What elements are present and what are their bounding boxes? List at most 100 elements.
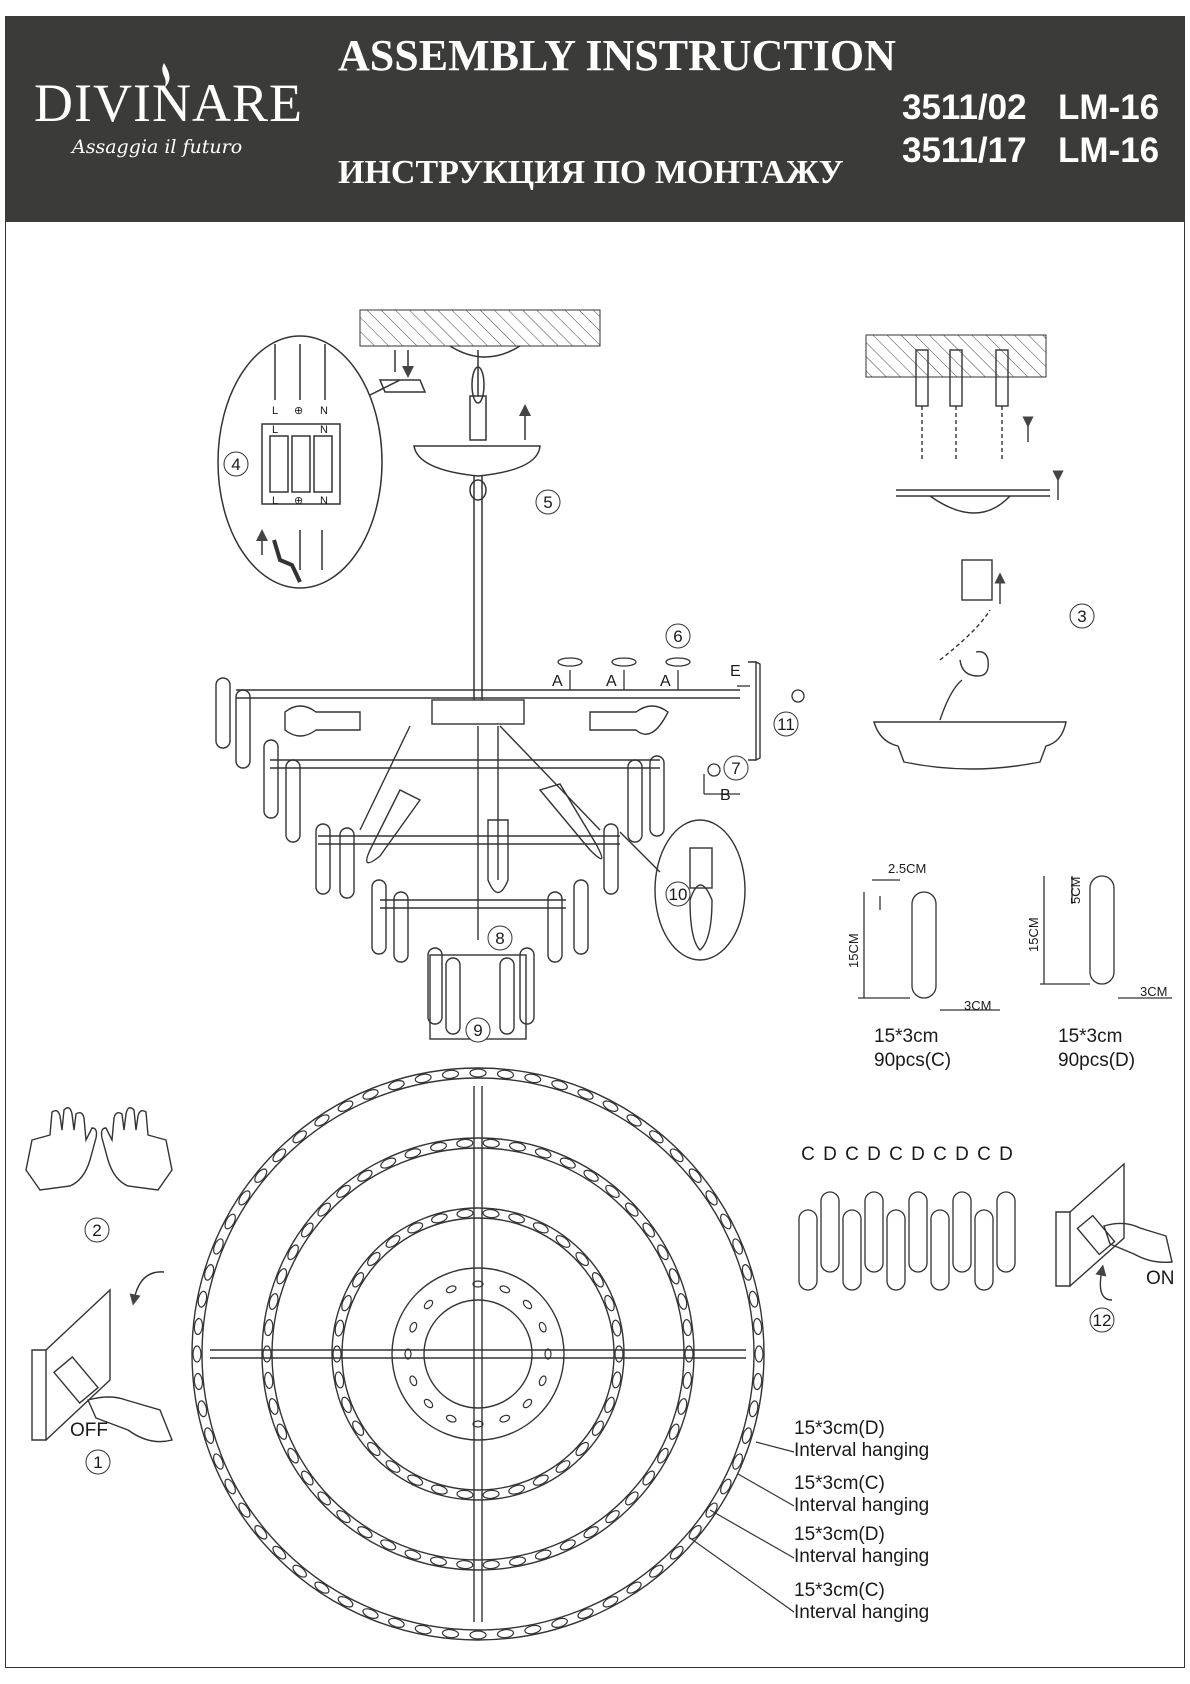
crystal-d-size: 15*3cm bbox=[1058, 1026, 1123, 1047]
step-circle-5 bbox=[535, 489, 561, 515]
ring-bead bbox=[456, 1489, 474, 1500]
ring-bead bbox=[357, 1526, 373, 1539]
ring-bead bbox=[334, 1371, 345, 1389]
ring-bead bbox=[626, 1114, 642, 1127]
ring-bead bbox=[524, 1073, 542, 1084]
part-label-b: B bbox=[720, 787, 731, 804]
ring-bead bbox=[441, 1628, 460, 1639]
ring-bead bbox=[668, 1423, 680, 1440]
ring-bead bbox=[555, 1460, 571, 1473]
crystal-d-dim-height: 15CM bbox=[1026, 917, 1041, 952]
ring-bead bbox=[441, 1069, 460, 1080]
ring-bead bbox=[472, 1420, 484, 1428]
ring-bead bbox=[577, 1089, 594, 1100]
switch-off-label: OFF bbox=[70, 1420, 108, 1441]
ring-bead bbox=[314, 1581, 330, 1594]
crystal-c-dim-height: 15CM bbox=[846, 933, 861, 968]
ring-bead bbox=[605, 1184, 620, 1198]
ring-bead bbox=[414, 1624, 432, 1635]
step-11: 11 bbox=[777, 715, 795, 734]
ring-bead bbox=[605, 1510, 620, 1524]
ring-bead bbox=[575, 1251, 589, 1267]
ring-bead bbox=[499, 1414, 511, 1423]
ring-bead bbox=[292, 1564, 307, 1578]
ring-bead bbox=[409, 1375, 418, 1387]
step-8: 8 bbox=[495, 929, 504, 948]
ring-bead bbox=[367, 1441, 381, 1457]
ring-bead bbox=[292, 1130, 307, 1144]
ring-bead bbox=[380, 1539, 397, 1551]
ring-bead bbox=[642, 1222, 656, 1238]
terminal-top-ground: ⊕ bbox=[294, 405, 303, 417]
terminal-top-l: L bbox=[272, 405, 278, 417]
ring-bead bbox=[456, 1208, 474, 1219]
ring-bead bbox=[544, 1348, 552, 1360]
seq-letter-6: D bbox=[911, 1144, 925, 1165]
step-circle-11 bbox=[773, 711, 799, 737]
step-6: 6 bbox=[673, 627, 682, 646]
step-1: 1 bbox=[93, 1453, 102, 1472]
ring-bead bbox=[268, 1293, 279, 1310]
wiring-callout bbox=[217, 335, 401, 589]
ring-bead bbox=[677, 1398, 688, 1415]
ring-bead bbox=[720, 1478, 732, 1495]
ring-crystal-beads bbox=[192, 1068, 764, 1640]
ring-bead bbox=[456, 1559, 474, 1570]
ring-bead bbox=[732, 1238, 743, 1255]
sequence-crystals bbox=[798, 1191, 1016, 1291]
ring-bead bbox=[388, 1617, 405, 1628]
ring-bead bbox=[385, 1235, 401, 1248]
ring-bead bbox=[669, 1148, 684, 1163]
ring-label-2-size: 15*3cm(C) bbox=[794, 1473, 885, 1494]
ring-bead bbox=[409, 1321, 418, 1333]
step-circle-4 bbox=[223, 451, 249, 477]
ring-bead bbox=[688, 1168, 702, 1183]
ring-bead bbox=[469, 1630, 487, 1640]
ring-bead bbox=[254, 1168, 268, 1183]
ring-bead bbox=[193, 1372, 204, 1391]
step-circle-12 bbox=[1089, 1307, 1115, 1333]
ring-leader-lines bbox=[689, 1441, 795, 1613]
ring-bead bbox=[604, 1294, 615, 1312]
ring-bead bbox=[534, 1148, 552, 1159]
step-10: 10 bbox=[669, 885, 688, 904]
ring-bead bbox=[204, 1427, 215, 1444]
ring-bead bbox=[499, 1285, 511, 1294]
crystal-c-dim-top: 2.5CM bbox=[888, 861, 926, 876]
ring-bead bbox=[575, 1441, 589, 1457]
ring-bead bbox=[192, 1345, 202, 1363]
ring-bead bbox=[555, 1235, 571, 1248]
ring-bead bbox=[300, 1470, 314, 1486]
ring-label-4-note: Interval hanging bbox=[794, 1602, 930, 1623]
header-banner bbox=[5, 16, 1185, 222]
step-5: 5 bbox=[543, 493, 552, 512]
ring-bead bbox=[332, 1345, 342, 1363]
ring-bead bbox=[204, 1264, 215, 1281]
canopy-mount bbox=[873, 349, 1067, 770]
ring-bead bbox=[430, 1141, 447, 1152]
model-type-1: LM-16 bbox=[1058, 88, 1160, 127]
ring-bead bbox=[317, 1202, 332, 1217]
ring-label-1-size: 15*3cm(D) bbox=[794, 1418, 885, 1439]
gloves-icon bbox=[25, 1107, 173, 1191]
seq-letter-5: C bbox=[889, 1144, 903, 1165]
seq-letter-2: D bbox=[823, 1144, 837, 1165]
ring-bead bbox=[482, 1559, 500, 1570]
model-code-2: 3511/17 bbox=[902, 131, 1027, 170]
ring-bead bbox=[352, 1420, 365, 1436]
top-view-rings bbox=[191, 1067, 765, 1641]
seq-letter-4: D bbox=[867, 1144, 881, 1165]
ring-bead bbox=[551, 1080, 568, 1091]
ring-bead bbox=[649, 1130, 664, 1144]
screw-set-a bbox=[557, 657, 805, 795]
ring-bead bbox=[604, 1396, 615, 1414]
ring-bead bbox=[741, 1427, 752, 1444]
ring-bead bbox=[445, 1285, 457, 1294]
ring-bead bbox=[423, 1398, 434, 1409]
ring-bead bbox=[336, 1184, 351, 1198]
crystal-c-drawing bbox=[858, 879, 1000, 1011]
chandelier-frame bbox=[215, 660, 761, 1040]
ring-bead bbox=[272, 1148, 287, 1163]
ring-bead bbox=[583, 1169, 599, 1182]
